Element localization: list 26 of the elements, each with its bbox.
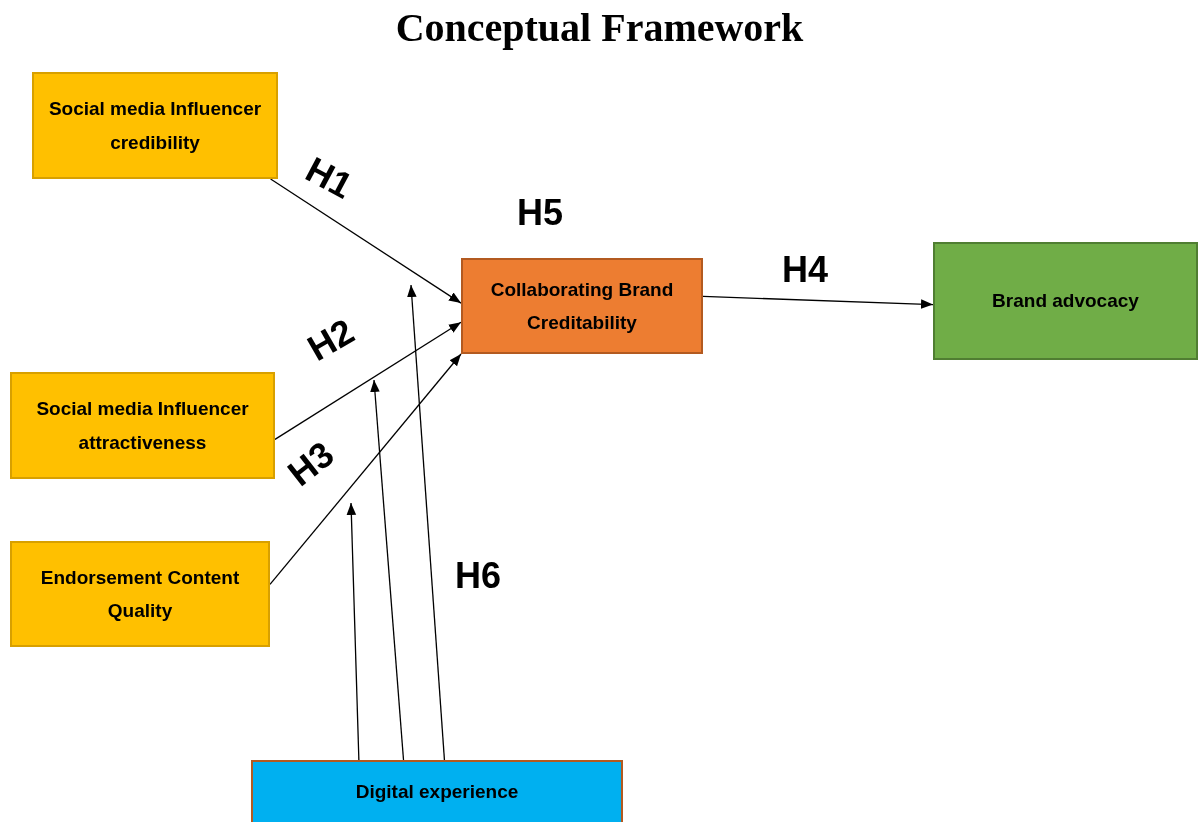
construct-label: Brand advocacy [991, 289, 1140, 314]
construct-label: Collaborating Brand Creditability [489, 277, 675, 335]
construct-label: Digital experience [354, 780, 520, 805]
diagram-title: Conceptual Framework [395, 5, 804, 50]
construct-box [933, 242, 1198, 360]
construct-box [10, 541, 270, 647]
arrow [274, 321, 462, 441]
construct-box [461, 258, 703, 354]
hypothesis-label: H3 [281, 435, 341, 493]
construct-label: Social media Influencer credibility [47, 97, 263, 155]
construct-box [10, 372, 275, 479]
arrow [370, 379, 405, 761]
arrow [702, 295, 934, 309]
construct-label: Social media Influencer attractiveness [35, 397, 250, 455]
hypothesis-label: H4 [782, 252, 829, 288]
hypothesis-label: H6 [455, 558, 502, 594]
hypothesis-label: H5 [517, 195, 564, 231]
hypothesis-label: H1 [300, 151, 358, 205]
construct-label: Endorsement Content Quality [39, 565, 241, 623]
arrow [269, 353, 462, 586]
construct-box [251, 760, 623, 822]
hypothesis-label: H2 [302, 312, 360, 368]
arrow [407, 284, 446, 761]
arrow [346, 502, 360, 761]
arrow [269, 178, 462, 304]
construct-box [32, 72, 278, 179]
